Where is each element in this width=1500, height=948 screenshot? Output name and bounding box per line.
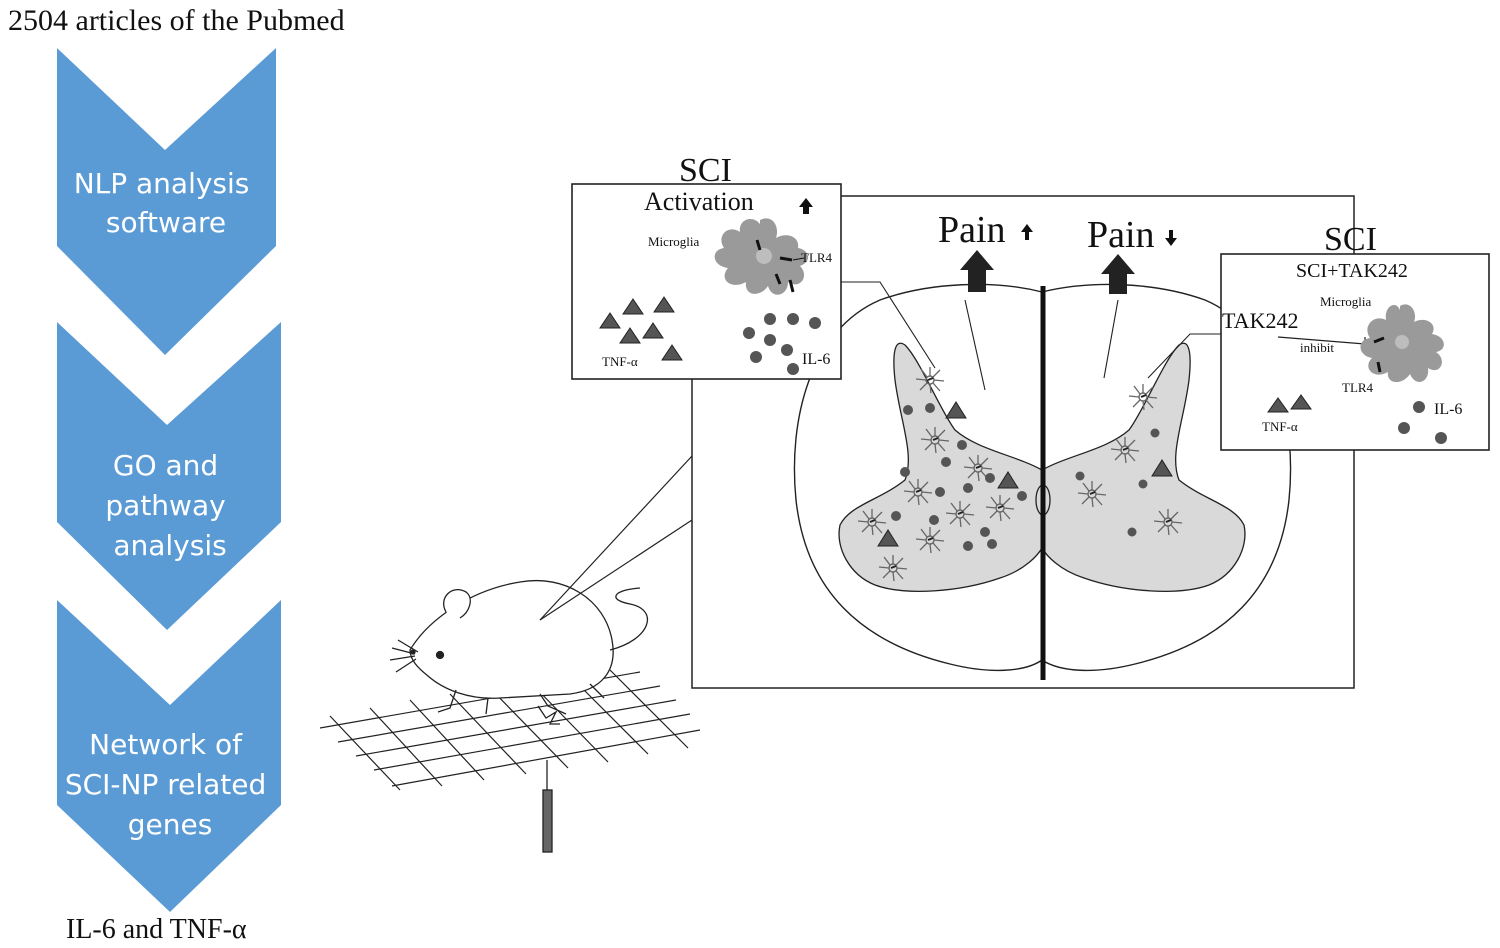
right-tlr4-label: TLR4 [1342,380,1374,395]
right-tlr4-receptors [1373,336,1385,373]
step-3-text: Network of SCI-NP related genes [65,728,275,841]
left-box-il6-dots [743,313,821,375]
pain-right-small-down-arrow [1165,230,1177,246]
left-callout: SCI Activation Microglia TLR4 TNF-α IL-6 [571,152,842,380]
pain-right-label: Pain [1087,214,1155,256]
right-tnf-triangles [1151,459,1173,477]
right-callout-subtitle: SCI+TAK242 [1296,260,1408,282]
pain-left-big-up-arrow [960,250,994,292]
left-tnf-triangles [877,401,1019,547]
pain-left-label: Pain [938,209,1006,251]
inhibit-label: inhibit [1300,340,1334,355]
right-tnf-label: TNF-α [1262,419,1298,434]
left-tnf-label: TNF-α [602,354,638,369]
mouse-ear [443,589,471,619]
left-tlr4-label: TLR4 [801,250,833,265]
flowchart: 2504 articles of the Pubmed NLP analysis… [8,4,345,945]
activation-up-arrow [799,198,813,214]
left-box-tnf-triangles [599,296,683,361]
mouse-illustration [319,580,701,853]
right-il6-label: IL-6 [1434,401,1462,418]
chevron-step-1 [57,48,276,355]
right-il6-dots [1075,428,1160,537]
mouse-paw [537,705,560,725]
right-callout-box [1220,253,1490,451]
left-il6-label: IL-6 [802,351,830,368]
step-2-text: GO and pathway analysis [105,449,234,562]
pain-left-small-up-arrow [1021,224,1033,240]
left-callout-subtitle: Activation [644,187,754,216]
mouse-whiskers [389,639,419,673]
pain-left: Pain [938,209,1033,292]
mouse-eye [435,650,445,660]
right-callout-title: SCI [1324,221,1377,258]
tak242-label: TAK242 [1222,308,1298,333]
mouse-legs [437,683,605,715]
left-tlr4-receptors [755,239,795,293]
flowchart-bottom-text: IL-6 and TNF-α [66,914,247,945]
von-frey-filament [542,789,553,853]
callout-connectors [840,281,1222,379]
left-microglia-label: Microglia [648,234,699,249]
right-box-tnf-triangles [1267,394,1312,413]
zoom-lines [539,455,693,621]
left-il6-dots [891,403,1027,551]
right-box-il6-dots [1398,401,1447,444]
right-callout: SCI SCI+TAK242 Microglia TAK242 inhibit … [1220,221,1490,451]
flowchart-top-text: 2504 articles of the Pubmed [8,4,345,37]
step-1-text: NLP analysis software [74,167,259,239]
chevron-step-3 [57,600,281,912]
right-microglia-label: Microglia [1320,294,1371,309]
pain-right: Pain [1087,214,1177,294]
chevron-step-2 [57,322,281,630]
left-callout-title: SCI [679,152,732,189]
mouse-body [409,580,614,699]
wire-grid [319,669,701,791]
mouse-tail [609,587,648,651]
pain-right-big-up-arrow [1101,254,1135,294]
